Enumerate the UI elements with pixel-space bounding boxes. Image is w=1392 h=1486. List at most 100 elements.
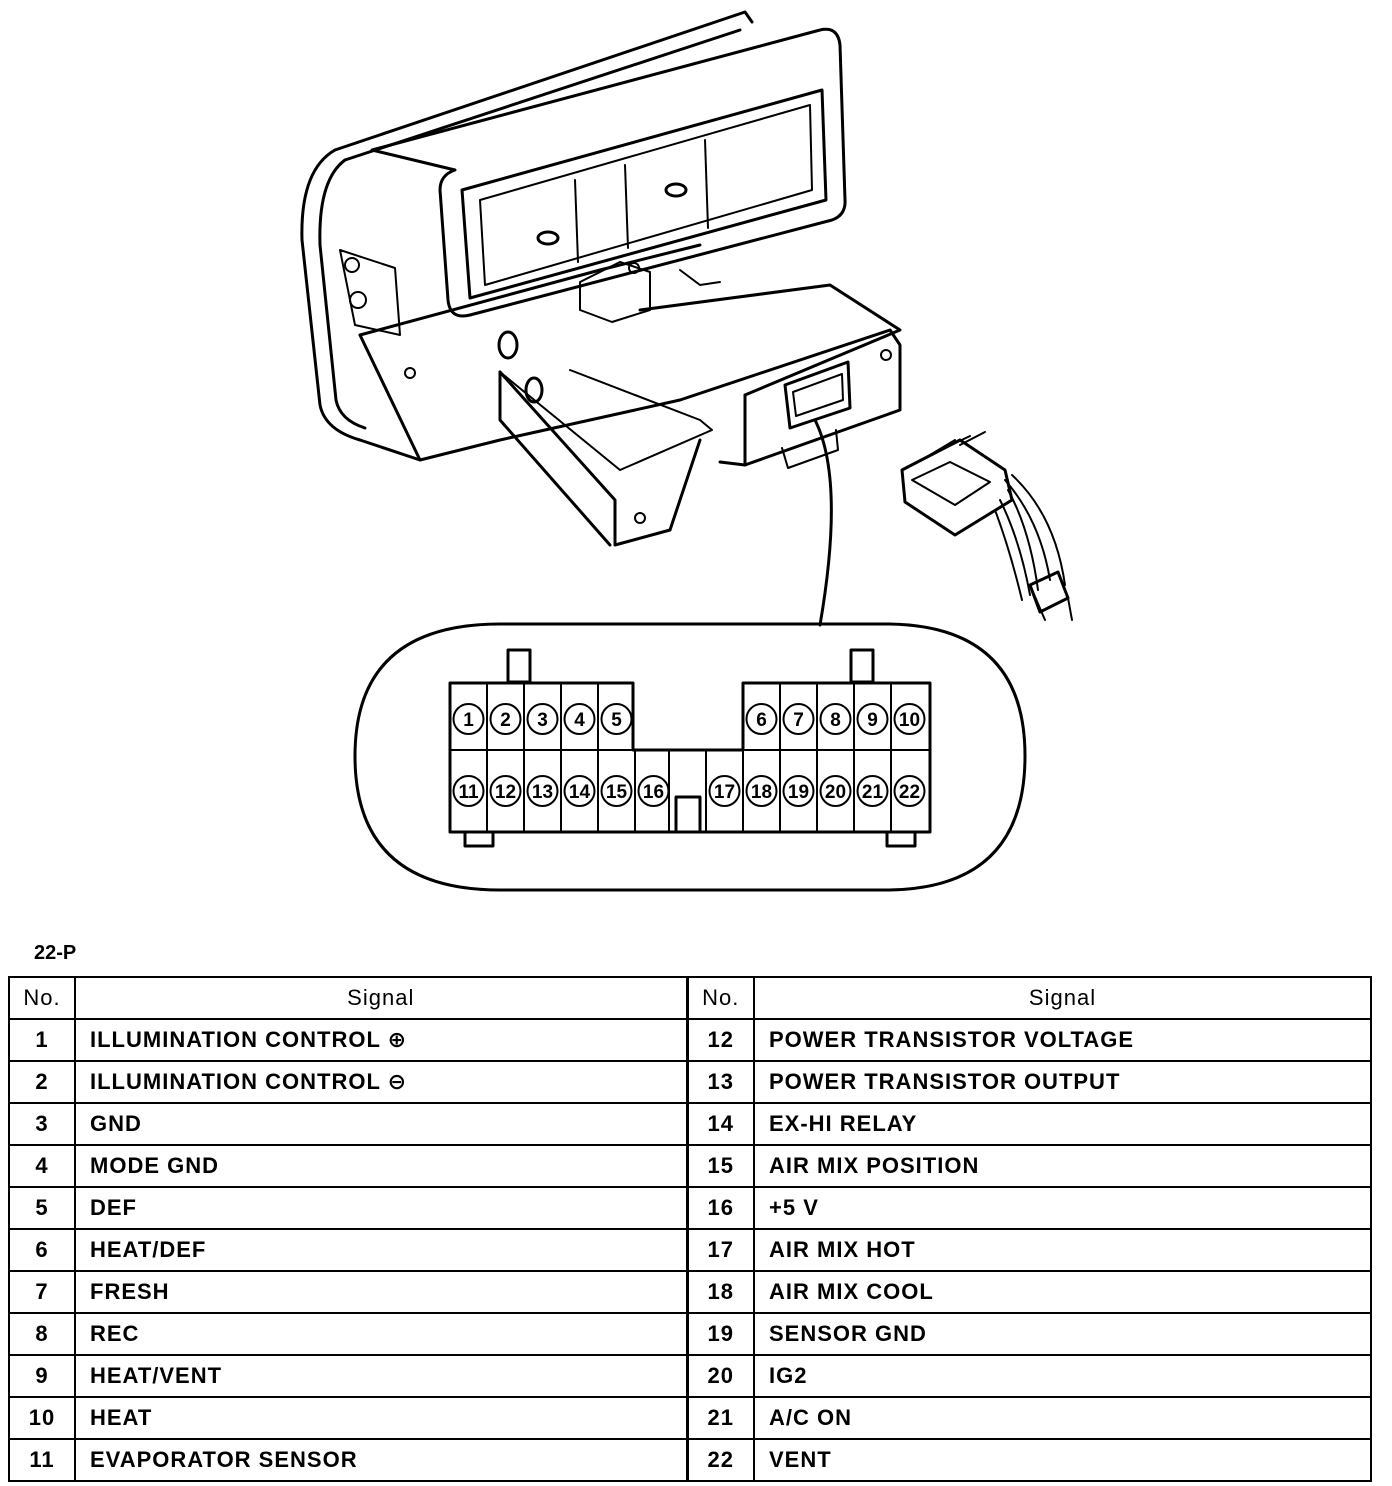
- pin-circle: [708, 775, 741, 807]
- pin-label: 9: [867, 710, 878, 731]
- header-signal-right: Signal: [753, 976, 1372, 1020]
- pin-signal: DEF: [74, 1186, 689, 1230]
- pin-number: 4: [8, 1144, 76, 1188]
- pin-circle: [745, 703, 778, 735]
- pin-signal: +5 V: [753, 1186, 1372, 1230]
- pin-signal: SENSOR GND: [753, 1312, 1372, 1356]
- pin-number: 21: [686, 1396, 755, 1440]
- pin-signal: A/C ON: [753, 1396, 1372, 1440]
- pin-label: 10: [899, 710, 920, 731]
- pin-number: 12: [686, 1018, 755, 1062]
- pin-number: 7: [8, 1270, 76, 1314]
- pin-signal: POWER TRANSISTOR OUTPUT: [753, 1060, 1372, 1104]
- pin-number: 22: [686, 1438, 755, 1482]
- pin-signal: AIR MIX HOT: [753, 1228, 1372, 1272]
- header-no-left: No.: [8, 976, 76, 1020]
- pin-label: 14: [569, 782, 591, 803]
- pin-signal: VENT: [753, 1438, 1372, 1482]
- pin-label: 8: [830, 710, 841, 731]
- pin-circle: [637, 775, 670, 807]
- pin-signal: ILLUMINATION CONTROL ⊕: [74, 1018, 689, 1062]
- pin-circle: [745, 775, 778, 807]
- pin-label: 18: [751, 782, 772, 803]
- pin-number: 1: [8, 1018, 76, 1062]
- pin-circle: [526, 775, 559, 807]
- pin-circle: [782, 703, 815, 735]
- pin-circle: [782, 775, 815, 807]
- pin-signal: AIR MIX COOL: [753, 1270, 1372, 1314]
- pin-circle: [489, 775, 522, 807]
- pin-signal: FRESH: [74, 1270, 689, 1314]
- pin-number: 10: [8, 1396, 76, 1440]
- pin-signal: REC: [74, 1312, 689, 1356]
- pin-signal: GND: [74, 1102, 689, 1146]
- leader-line: [813, 418, 833, 627]
- pin-signal: HEAT: [74, 1396, 689, 1440]
- pin-number: 6: [8, 1228, 76, 1272]
- pin-signal: ILLUMINATION CONTROL ⊖: [74, 1060, 689, 1104]
- pin-label: 17: [714, 782, 735, 803]
- pin-signal: EVAPORATOR SENSOR: [74, 1438, 689, 1482]
- pin-number: 9: [8, 1354, 76, 1398]
- pin-signal: IG2: [753, 1354, 1372, 1398]
- pin-circle: [819, 703, 852, 735]
- pin-circle: [563, 703, 596, 735]
- pin-circle: [893, 775, 926, 807]
- pin-label: 7: [793, 710, 804, 731]
- pin-signal: POWER TRANSISTOR VOLTAGE: [753, 1018, 1372, 1062]
- pin-circle: [452, 775, 485, 807]
- pin-number: 11: [8, 1438, 76, 1482]
- pin-number: 2: [8, 1060, 76, 1104]
- pin-number: 14: [686, 1102, 755, 1146]
- pin-label: 21: [862, 782, 884, 803]
- pin-signal: HEAT/VENT: [74, 1354, 689, 1398]
- pin-circle: [563, 775, 596, 807]
- pin-label: 15: [606, 782, 628, 803]
- pin-number: 18: [686, 1270, 755, 1314]
- pin-number: 19: [686, 1312, 755, 1356]
- pin-circle: [452, 703, 485, 735]
- pin-label: 19: [788, 782, 809, 803]
- pin-circle: [819, 775, 852, 807]
- pin-label: 6: [756, 710, 767, 731]
- pin-signal: HEAT/DEF: [74, 1228, 689, 1272]
- pin-circle: [489, 703, 522, 735]
- pin-label: 2: [500, 710, 511, 731]
- connector-code-label: 22-P: [34, 942, 77, 964]
- pin-signal: EX-HI RELAY: [753, 1102, 1372, 1146]
- pin-label: 12: [495, 782, 516, 803]
- pin-number: 16: [686, 1186, 755, 1230]
- control-unit-illustration: [300, 10, 902, 547]
- pin-number: 17: [686, 1228, 755, 1272]
- pin-number: 13: [686, 1060, 755, 1104]
- connector-callout-oval: [353, 622, 1027, 892]
- pin-circle: [526, 703, 559, 735]
- pin-number: 15: [686, 1144, 755, 1188]
- pin-number: 3: [8, 1102, 76, 1146]
- table-header-row: No. Signal No. Signal: [8, 976, 1372, 1020]
- pin-circle: [600, 775, 633, 807]
- pin-signal: AIR MIX POSITION: [753, 1144, 1372, 1188]
- pin-label: 1: [463, 710, 474, 731]
- pin-label: 4: [574, 710, 585, 731]
- header-signal-left: Signal: [74, 976, 689, 1020]
- pin-circle: [856, 775, 889, 807]
- pin-number: 20: [686, 1354, 755, 1398]
- wire-harness-plug: [900, 431, 1073, 621]
- pin-circle: [600, 703, 633, 735]
- pin-label: 20: [825, 782, 846, 803]
- pin-label: 5: [611, 710, 622, 731]
- pin-number: 8: [8, 1312, 76, 1356]
